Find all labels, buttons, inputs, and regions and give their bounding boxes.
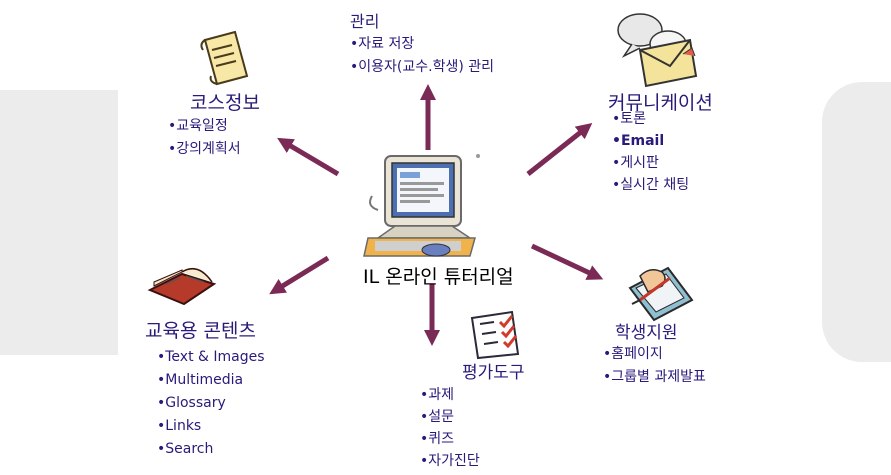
- admin-item: •이용자(교수.학생) 관리: [350, 59, 495, 75]
- course-list: •교육일정 •강의계획서: [168, 115, 241, 161]
- evaluation-list: •과제 •설문 •퀴즈 •자가진단: [420, 384, 480, 472]
- student-item: •홈페이지: [603, 346, 663, 362]
- content-list: •Text & Images •Multimedia •Glossary •Li…: [157, 346, 265, 461]
- communication-item: •Email: [612, 133, 665, 149]
- open-book-icon: [147, 267, 217, 306]
- communication-item: •토론: [612, 111, 647, 127]
- course-title: 코스정보: [190, 92, 260, 114]
- course-item: •교육일정: [168, 118, 228, 134]
- writing-hand-icon: [628, 266, 694, 322]
- background-shape-right: [822, 82, 891, 362]
- evaluation-title: 평가도구: [462, 363, 525, 383]
- admin-title: 관리: [350, 12, 380, 31]
- admin-item: •자료 저장: [350, 36, 415, 52]
- content-item: •Links: [157, 418, 202, 434]
- arrow-to-student: [530, 243, 604, 280]
- content-item: •Text & Images: [157, 349, 265, 365]
- student-item: •그룹별 과제발표: [603, 369, 706, 385]
- communication-item: •실시간 채팅: [612, 177, 690, 193]
- evaluation-item: •자가진단: [420, 453, 480, 469]
- scroll-icon: [200, 30, 249, 86]
- background-shape-left: [0, 90, 118, 355]
- envelope-speech-icon: [617, 13, 698, 88]
- checklist-icon: [470, 310, 520, 360]
- evaluation-item: •퀴즈: [420, 431, 455, 447]
- arrow-to-content: [269, 255, 330, 295]
- evaluation-item: •설문: [420, 409, 455, 425]
- communication-list: •토론 •Email •게시판 •실시간 채팅: [612, 108, 689, 196]
- student-title: 학생지원: [615, 323, 678, 343]
- center-label: IL 온라인 튜터리얼: [363, 266, 514, 288]
- content-title: 교육용 콘텐츠: [145, 320, 256, 342]
- course-item: •강의계획서: [168, 141, 241, 157]
- communication-item: •게시판: [612, 155, 659, 171]
- arrow-to-communication: [526, 123, 593, 176]
- admin-group: 관리 •자료 저장 •이용자(교수.학생) 관리: [350, 10, 494, 79]
- content-item: •Glossary: [157, 395, 226, 411]
- computer-icon: [363, 154, 480, 257]
- communication-title: 커뮤니케이션: [608, 92, 713, 114]
- content-item: •Multimedia: [157, 372, 244, 388]
- arrow-to-course: [277, 137, 340, 177]
- evaluation-item: •과제: [420, 387, 455, 403]
- content-item: •Search: [157, 441, 214, 457]
- student-list: •홈페이지 •그룹별 과제발표: [603, 343, 706, 389]
